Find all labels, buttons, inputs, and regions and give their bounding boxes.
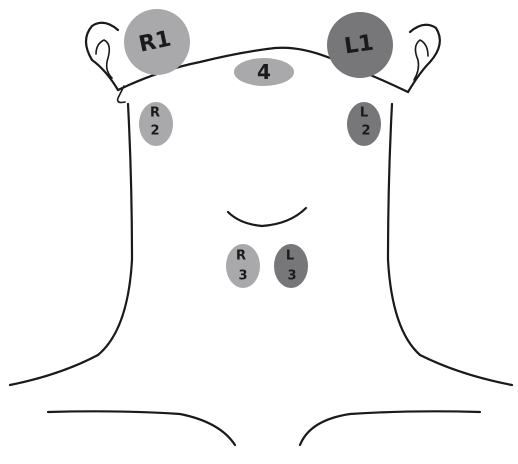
zone-l1-label: L1 (343, 31, 376, 60)
neck-right-side (10, 104, 132, 385)
right-ear (86, 23, 118, 90)
zone-l1: L1 (327, 12, 393, 78)
neck-left-side (388, 104, 512, 385)
zone-r3-number: 3 (238, 269, 247, 284)
zone-r3: R 3 (226, 244, 260, 288)
zone-r2-number: 2 (150, 124, 159, 139)
zone-l2: L 2 (347, 102, 381, 146)
zone-4: 4 (234, 58, 294, 86)
sternal-notch (228, 208, 306, 226)
zone-r2-letter: R (150, 106, 160, 121)
zone-r2: R 2 (139, 102, 173, 146)
zone-r3-letter: R (236, 249, 246, 264)
left-ear (408, 25, 440, 92)
right-clavicle (48, 411, 235, 445)
zone-l2-number: 2 (361, 124, 370, 139)
zone-r1: R1 (124, 9, 190, 75)
zone-l3: L 3 (274, 244, 308, 288)
left-clavicle (300, 411, 480, 445)
zone-l3-number: 3 (287, 269, 296, 284)
zone-4-label: 4 (257, 60, 271, 84)
zone-l2-letter: L (360, 106, 368, 121)
neck-outline (10, 23, 512, 445)
zone-l3-letter: L (286, 249, 294, 264)
